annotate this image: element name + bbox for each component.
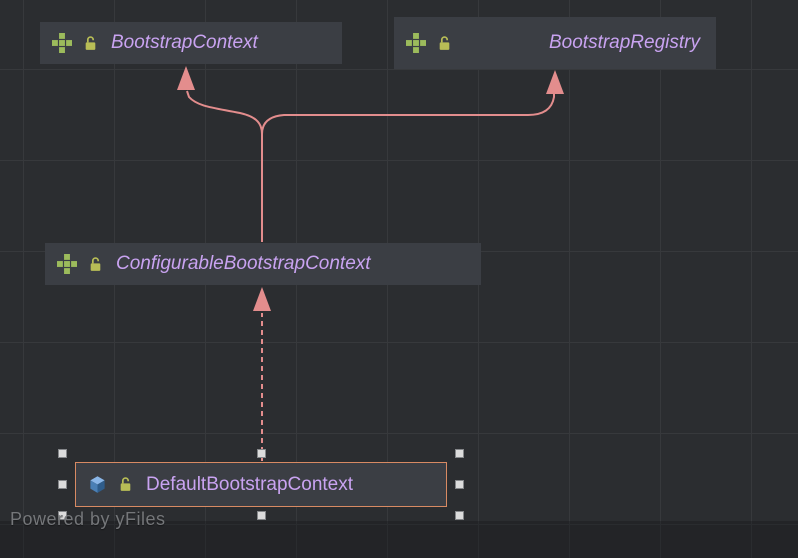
- node-configurable-bootstrap-context[interactable]: ConfigurableBootstrapContext: [45, 243, 481, 285]
- node-label: BootstrapRegistry: [548, 32, 700, 53]
- selection-handle-bottom-left[interactable]: [58, 511, 67, 520]
- selection-handle-bottom-right[interactable]: [455, 511, 464, 520]
- selection-handle-mid-right[interactable]: [455, 480, 464, 489]
- arrowhead-configurable: [253, 287, 271, 311]
- interface-icon: [52, 33, 72, 53]
- edge-extends-bootstrap-context[interactable]: [186, 90, 263, 242]
- node-icon-group: [406, 33, 451, 53]
- node-bootstrap-registry[interactable]: BootstrapRegistry: [394, 17, 716, 69]
- node-default-bootstrap-context[interactable]: DefaultBootstrapContext: [75, 462, 447, 507]
- unlocked-icon: [85, 35, 96, 50]
- edge-extends-bootstrap-registry[interactable]: [261, 94, 555, 135]
- unlocked-icon: [439, 35, 450, 50]
- selection-handle-top-right[interactable]: [455, 449, 464, 458]
- interface-icon: [406, 33, 426, 53]
- node-icon-group: [52, 33, 97, 53]
- unlocked-icon: [90, 256, 101, 271]
- node-bootstrap-context[interactable]: BootstrapContext: [40, 22, 342, 64]
- selection-handle-mid-left[interactable]: [58, 480, 67, 489]
- node-label: ConfigurableBootstrapContext: [116, 253, 371, 274]
- node-icon-group: [88, 475, 132, 494]
- selection-handle-top-left[interactable]: [58, 449, 67, 458]
- node-icon-group: [57, 254, 102, 274]
- arrowhead-bootstrap-registry: [546, 70, 564, 94]
- arrowhead-bootstrap-context: [177, 66, 195, 90]
- interface-icon: [57, 254, 77, 274]
- unlocked-icon: [120, 477, 131, 491]
- node-label: DefaultBootstrapContext: [146, 473, 354, 495]
- yfiles-watermark: Powered by yFiles: [10, 509, 166, 529]
- class-icon: [90, 476, 105, 493]
- selection-handle-top-center[interactable]: [257, 449, 266, 458]
- canvas-bottom-strip: [0, 521, 798, 558]
- selection-handle-bottom-center[interactable]: [257, 511, 266, 520]
- node-label: BootstrapContext: [111, 32, 258, 53]
